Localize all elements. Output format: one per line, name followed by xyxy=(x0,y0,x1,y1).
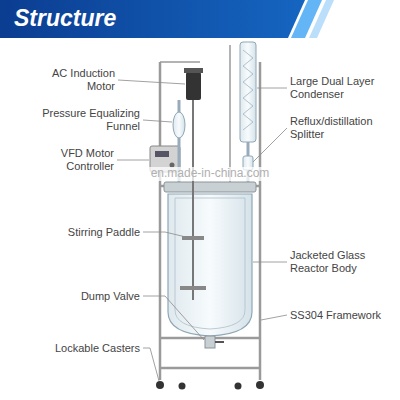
part-label: Jacketed Glass Reactor Body xyxy=(290,249,390,274)
valve-handle xyxy=(215,341,224,343)
part-label: Lockable Casters xyxy=(35,342,140,355)
reactor-lid xyxy=(164,182,256,192)
condenser xyxy=(240,42,256,142)
condenser-coil xyxy=(243,50,253,130)
dump-valve xyxy=(205,336,215,348)
part-label: Large Dual Layer Condenser xyxy=(290,75,390,100)
motor xyxy=(186,72,201,100)
part-label: Pressure Equalizing Funnel xyxy=(35,107,140,132)
reactor-vessel xyxy=(168,194,252,336)
banner-stripe xyxy=(309,0,334,38)
part-label: Reflux/distillation Splitter xyxy=(290,115,390,140)
paddle xyxy=(180,236,206,290)
motor-cap xyxy=(184,68,203,73)
controller-display xyxy=(155,151,169,157)
funnel-bulb xyxy=(173,112,185,138)
part-label: SS304 Framework xyxy=(290,309,390,322)
part-label: Stirring Paddle xyxy=(35,226,140,239)
stir-shaft xyxy=(192,100,194,300)
inner-vessel xyxy=(175,198,245,329)
part-label: AC Induction Motor xyxy=(48,67,115,92)
title-banner xyxy=(0,0,305,38)
leader-lines xyxy=(117,80,287,381)
casters xyxy=(156,381,264,390)
watermark: en.made-in-china.com xyxy=(149,167,272,181)
part-label: Dump Valve xyxy=(35,290,140,303)
title: Structure xyxy=(14,5,116,32)
part-label: VFD Motor Controller xyxy=(52,147,114,172)
